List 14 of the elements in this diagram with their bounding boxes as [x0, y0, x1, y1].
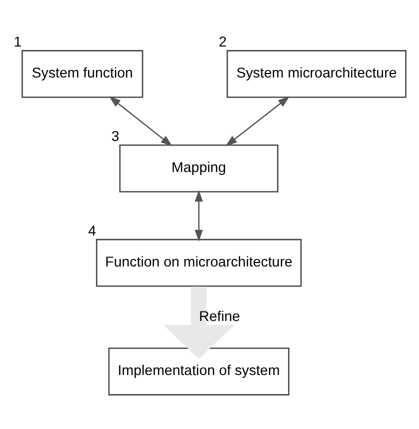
arrow: [109, 96, 172, 146]
arrow: [194, 190, 203, 241]
node-label: 1: [14, 34, 22, 50]
arrow: [163, 286, 235, 358]
node-label: 2: [218, 34, 227, 50]
node-box: Function on microarchitecture: [96, 238, 302, 286]
node-box: System function: [22, 50, 144, 98]
node-box: System microarchitecture: [226, 50, 406, 98]
node-box: Mapping: [119, 144, 278, 192]
node-box: Implementation of system: [108, 347, 290, 395]
edge-label: Refine: [198, 308, 240, 324]
node-label: 3: [111, 128, 120, 144]
arrow: [226, 96, 290, 146]
node-label: 4: [88, 222, 96, 239]
